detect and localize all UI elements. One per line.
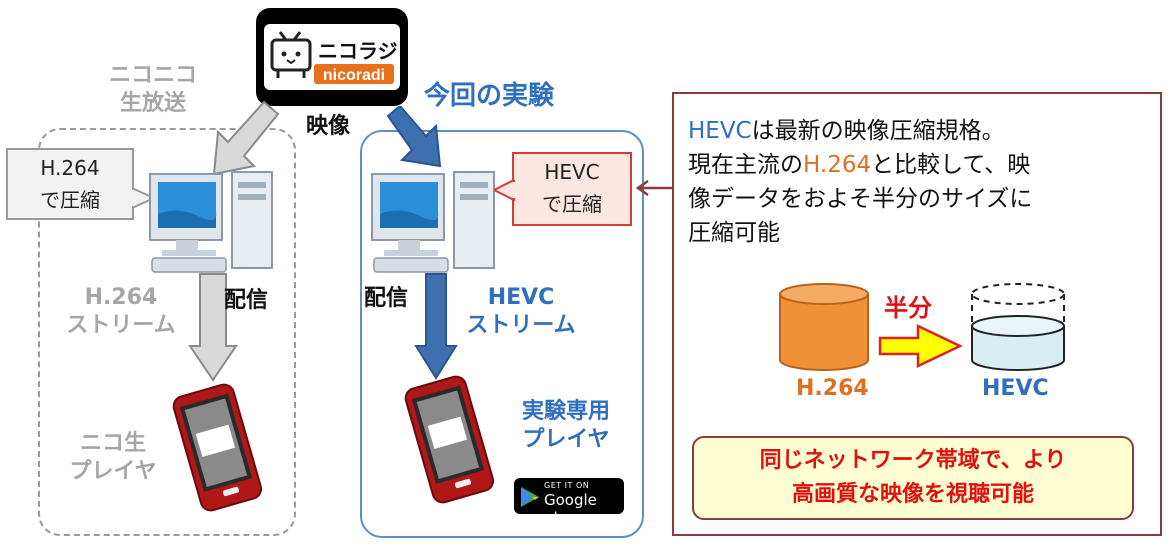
desc-hevc: HEVC [688, 118, 752, 144]
play-store-icon [521, 487, 539, 507]
title-line-1: ニコニコ [108, 63, 197, 88]
hevc-cylinder-label: HEVC [982, 376, 1049, 401]
hevc-description: HEVCは最新の映像圧縮規格。 現在主流のH.264と比較して、映 像データをお… [688, 114, 1158, 250]
half-label: 半分 [884, 294, 932, 322]
stream-line-1: H.264 [84, 285, 158, 310]
hevc-stream-label: HEVC ストリーム [446, 284, 596, 340]
callout-pointer [132, 186, 156, 210]
callout-pointer [494, 180, 516, 202]
size-comparison-graphic [779, 283, 1065, 371]
player-line-2: プレイヤ [522, 427, 610, 452]
player-line-2: プレイヤ [69, 459, 157, 484]
callout-line-2: で圧縮 [40, 188, 100, 212]
note-line-2: 高画質な映像を視聴可能 [791, 482, 1034, 507]
google-play-badge[interactable]: GET IT ON Google play [514, 478, 624, 527]
mid-smartphone-icon [404, 375, 495, 504]
arrow-to-mid-pc [386, 106, 442, 168]
stream-line-2: ストリーム [66, 313, 176, 338]
h264-delivery-arrow [188, 273, 238, 382]
niconico-live-group [38, 128, 296, 536]
experiment-title: 今回の実験 [424, 81, 555, 111]
hevc-explanation-panel [672, 92, 1162, 536]
stream-line-1: HEVC [487, 285, 555, 310]
mid-computer-icon [371, 171, 495, 273]
desc-line-2: 現在主流のH.264と比較して、映 [688, 148, 1158, 182]
deliver-mid-label: 配信 [364, 286, 409, 311]
h264-compress-callout: H.264 で圧縮 [6, 148, 134, 220]
niconico-live-title: ニコニコ 生放送 [78, 62, 228, 118]
stream-line-2: ストリーム [466, 313, 576, 338]
experiment-player-label: 実験専用 プレイヤ [496, 398, 636, 454]
arrow-to-left-pc [212, 100, 280, 176]
desc-line-2-post: と比較して、映 [871, 152, 1031, 178]
hevc-cylinder-icon [971, 283, 1065, 371]
desc-line-2-pre: 現在主流の [688, 152, 803, 178]
h264-cylinder-icon [779, 283, 869, 371]
player-line-1: 実験専用 [521, 399, 610, 424]
desc-line-3: 像データをおよそ半分のサイズに [688, 186, 1033, 212]
video-label: 映像 [306, 114, 351, 139]
note-line-1: 同じネットワーク帯域で、より [759, 448, 1067, 473]
desc-line-4: 圧縮可能 [688, 220, 780, 246]
hevc-delivery-arrow [414, 273, 458, 380]
niko-player-label: ニコ生 プレイヤ [48, 430, 178, 486]
benefit-note: 同じネットワーク帯域で、より 高画質な映像を視聴可能 [692, 436, 1134, 520]
h264-cylinder-label: H.264 [796, 376, 869, 401]
experiment-group [360, 130, 644, 538]
left-smartphone-icon [172, 383, 263, 512]
title-line-2: 生放送 [119, 91, 186, 116]
logo-bottom-text: nicoradi [323, 67, 385, 84]
callout-line-1: HEVC [544, 160, 600, 184]
explanation-pointer-arrow [635, 180, 674, 196]
badge-big-text: Google play [544, 491, 597, 527]
hevc-compress-callout: HEVC で圧縮 [512, 152, 632, 226]
deliver-left-label: 配信 [224, 288, 269, 313]
tv-mascot-icon [270, 31, 312, 78]
nicoradi-logo: ニコラジ nicoradi [256, 8, 408, 106]
desc-h264: H.264 [803, 152, 872, 178]
desc-line-1-rest: は最新の映像圧縮規格。 [751, 118, 1005, 144]
callout-line-1: H.264 [40, 156, 100, 180]
callout-line-2: で圧縮 [542, 192, 602, 216]
logo-top-text: ニコラジ [318, 41, 398, 63]
badge-small-text: GET IT ON [544, 481, 590, 490]
half-size-arrow-icon [878, 324, 963, 368]
desc-line-1: HEVCは最新の映像圧縮規格。 [688, 114, 1158, 148]
player-line-1: ニコ生 [79, 431, 146, 456]
left-computer-icon [149, 171, 273, 273]
h264-stream-label: H.264 ストリーム [46, 284, 196, 340]
